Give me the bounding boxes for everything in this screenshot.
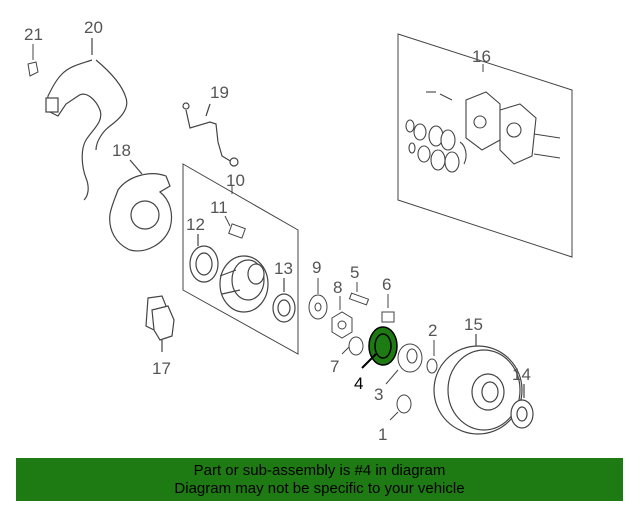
washer-part-9 bbox=[308, 278, 328, 320]
seal-part-14 bbox=[510, 384, 534, 429]
callout-5: 5 bbox=[350, 263, 359, 282]
washer-part-7 bbox=[341, 336, 364, 356]
clip-part-21 bbox=[27, 44, 39, 77]
rotor-part-15 bbox=[433, 334, 523, 435]
callout-7: 7 bbox=[330, 357, 339, 376]
callout-19: 19 bbox=[210, 83, 229, 102]
bearing-part-13 bbox=[272, 278, 296, 323]
nut-part-8 bbox=[331, 296, 353, 339]
banner-line-disclaimer: Diagram may not be specific to your vehi… bbox=[174, 480, 465, 497]
callout-1: 1 bbox=[378, 425, 387, 444]
callout-21: 21 bbox=[24, 25, 43, 44]
hub-part-3 bbox=[385, 343, 423, 385]
callout-13: 13 bbox=[274, 259, 293, 278]
cap-part-6 bbox=[381, 294, 395, 323]
seal-part-4-highlighted bbox=[361, 326, 398, 369]
parts-diagram: 1 2 3 4 5 6 7 8 9 10 11 12 13 14 15 16 1… bbox=[24, 18, 573, 444]
callout-11: 11 bbox=[210, 198, 228, 217]
brake-pads-part-17 bbox=[145, 295, 175, 352]
info-banner: Part or sub-assembly is #4 in diagram Di… bbox=[16, 458, 623, 501]
bearing-part-12 bbox=[189, 234, 219, 283]
callout-20: 20 bbox=[84, 18, 103, 37]
callout-6: 6 bbox=[382, 275, 391, 294]
callout-8: 8 bbox=[333, 278, 342, 297]
callout-10: 10 bbox=[226, 171, 245, 190]
abs-wire-part-20 bbox=[45, 38, 128, 201]
ring-part-2 bbox=[426, 340, 438, 374]
callout-9: 9 bbox=[312, 258, 321, 277]
callout-12: 12 bbox=[186, 215, 205, 234]
callout-17: 17 bbox=[152, 359, 171, 378]
bolt-part-11 bbox=[224, 215, 246, 239]
brake-line-part-19 bbox=[182, 102, 239, 167]
dust-shield-part-18 bbox=[109, 159, 173, 252]
callout-2: 2 bbox=[428, 321, 437, 340]
callout-18: 18 bbox=[112, 141, 131, 160]
banner-line-part: Part or sub-assembly is #4 in diagram bbox=[193, 462, 446, 479]
callout-16: 16 bbox=[472, 47, 491, 66]
hub-body bbox=[219, 255, 269, 313]
caliper-assembly-part-16 bbox=[405, 91, 561, 173]
stud-part-5 bbox=[348, 282, 370, 306]
cap-part-1 bbox=[389, 394, 412, 421]
callout-4: 4 bbox=[354, 374, 363, 393]
callout-15: 15 bbox=[464, 315, 483, 334]
callout-3: 3 bbox=[374, 385, 383, 404]
callout-14: 14 bbox=[512, 365, 531, 384]
